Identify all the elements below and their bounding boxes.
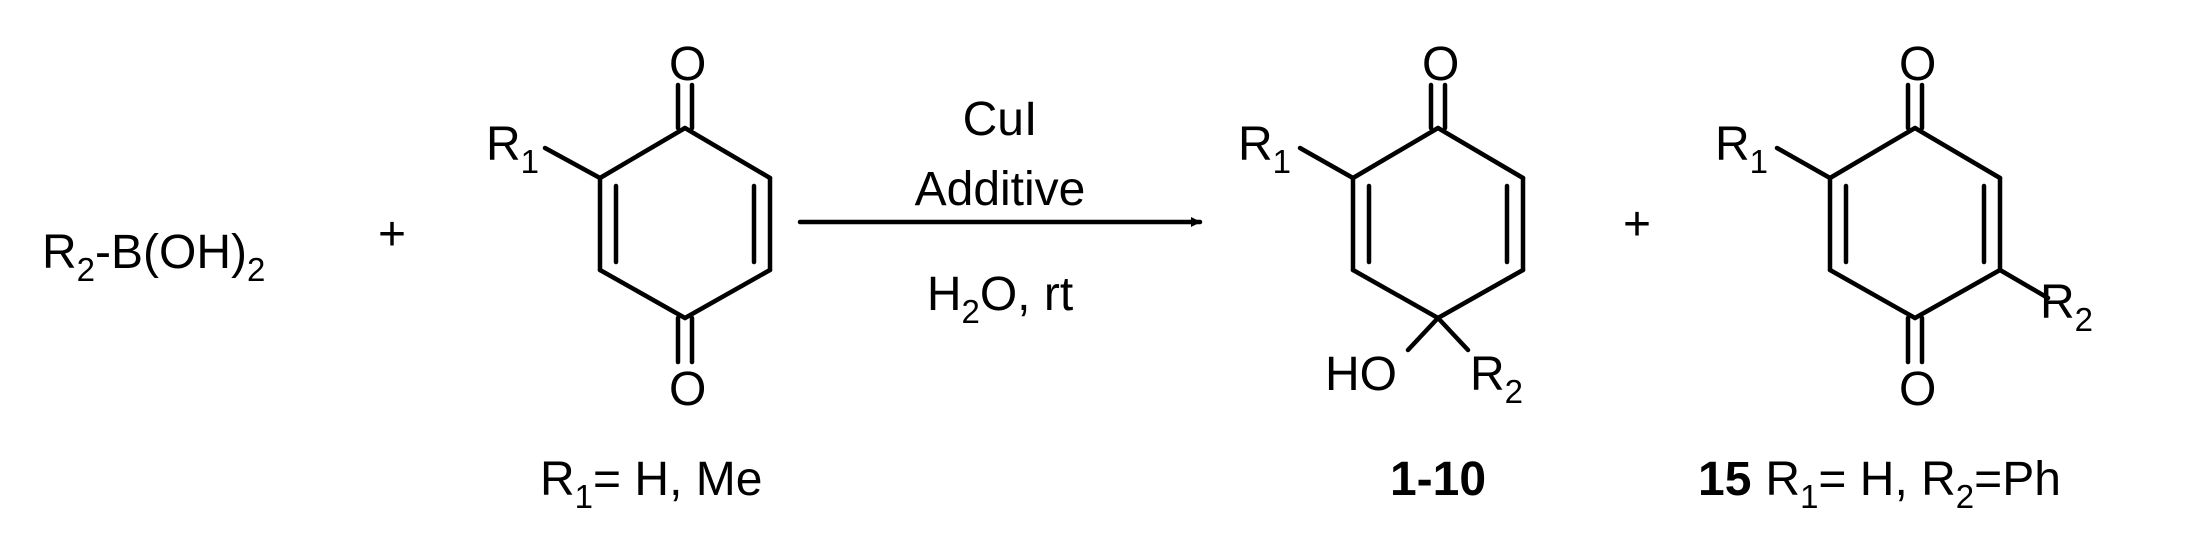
oxygen-top-label: O (669, 38, 706, 91)
hydroxyl-bond (1405, 315, 1441, 353)
substituent-bond-r2 (1435, 315, 1471, 353)
ring-bond (1435, 125, 1526, 181)
hydroxyl-label: HO (1325, 348, 1397, 401)
product-r1-label: R1 (1238, 118, 1291, 180)
quinone-caption: R1= H, Me (540, 453, 762, 515)
ring-bond (1435, 267, 1526, 321)
plus-sign-1: + (378, 208, 406, 261)
ring-bond (1350, 267, 1441, 321)
ring-bond (597, 125, 688, 181)
side-oxygen-top-label: O (1899, 38, 1936, 91)
ring-bond (597, 267, 688, 321)
boronic-acid-reagent: R2-B(OH)2 (42, 226, 265, 288)
ring-bond (682, 125, 773, 181)
side-r1-label: R1 (1715, 118, 1768, 180)
r1-label: R1 (486, 118, 539, 180)
catalyst-label: CuI (963, 93, 1038, 146)
product-structure: O R1 HO R2 1-10 (1238, 38, 1526, 506)
product-compound-number: 1-10 (1390, 453, 1486, 506)
boronic-acid-label: R2-B(OH)2 (42, 226, 265, 288)
ring-bond (1912, 267, 2003, 321)
ring-bond (1827, 267, 1918, 321)
side-r2-label: R2 (2040, 276, 2093, 338)
ring-bond (1827, 125, 1918, 181)
product-oxygen-label: O (1422, 38, 1459, 91)
substituent-bond-r1 (542, 145, 603, 181)
reaction-arrow-group: CuI Additive H2O, rt (797, 93, 1203, 330)
product-r2-label: R2 (1470, 348, 1523, 410)
ring-bond (1912, 125, 2003, 181)
ring-bond (682, 267, 773, 321)
substituent-bond-r1 (1297, 145, 1356, 181)
plus-sign-2: + (1623, 198, 1651, 251)
solvent-label: H2O, rt (927, 268, 1073, 330)
side-oxygen-bottom-label: O (1899, 363, 1936, 416)
oxygen-bottom-label: O (669, 363, 706, 416)
substituent-bond-r1 (1774, 145, 1833, 181)
substituent-bond-r2 (1997, 267, 2051, 301)
ring-bond (1350, 125, 1441, 181)
additive-label: Additive (915, 163, 1086, 216)
quinone-structure: O O R1 R1= H, Me (486, 38, 773, 515)
